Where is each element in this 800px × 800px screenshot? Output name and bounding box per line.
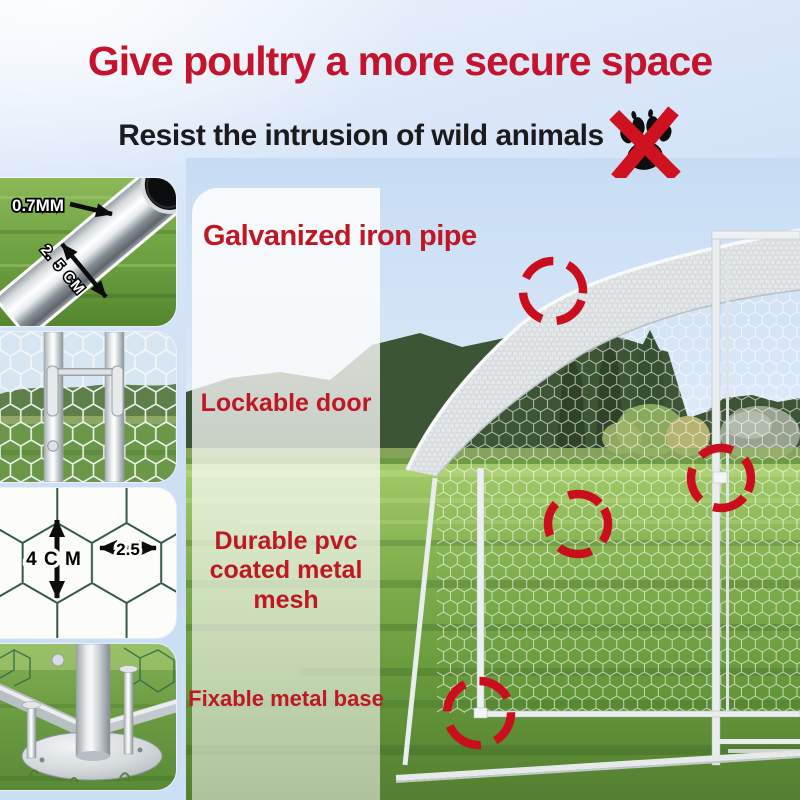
pipe-thickness-value: 0.7MM [12,196,64,215]
no-wild-animals-icon [608,106,681,178]
panel-mesh-detail: 4 C M 2.5 [0,488,176,638]
door-mesh [0,332,176,482]
feature-label-pipe: Galvanized iron pipe [203,220,477,252]
panel-door-detail [0,332,176,482]
feature-label-door: Lockable door [200,389,372,417]
arched-roof-band [405,228,800,477]
door-latch [46,365,124,452]
mesh-width-value: 2.5 [116,540,140,559]
feature-label-mesh-line3: mesh [253,585,319,614]
thickness-arrow [69,201,113,218]
callout-column [192,188,380,800]
red-x-icon [608,106,681,178]
coop-frame [395,230,800,783]
grass-tufts [29,769,130,783]
page-subtitle: Resist the intrusion of wild animals [118,119,604,152]
feature-label-mesh-line1: Durable pvc [214,527,358,555]
highlight-circle [686,443,756,513]
subtitle-row: Resist the intrusion of wild animals [0,100,800,178]
highlight-circle [442,676,516,750]
pole-foot [76,751,110,761]
base-main-pole [75,644,111,757]
panel-base-detail [0,644,176,790]
feature-label-base: Fixable metal base [188,686,384,711]
diameter-arrow [60,242,108,299]
highlight-circles [442,256,756,750]
mesh-wire-pattern [0,488,176,638]
mesh-height-value: 4 C M [26,549,82,570]
panel-pipe-detail: 0.7MM 2. 5 CM [0,178,176,326]
highlight-circle [518,256,588,326]
highlight-circle [543,489,613,559]
chicken-wire-mesh [437,291,800,713]
feature-label-mesh: Durable pvc coated metal mesh [188,527,384,615]
feature-label-mesh-line2: coated metal [209,556,363,585]
page-title: Give poultry a more secure space [87,38,713,84]
ground-stakes [22,665,138,759]
